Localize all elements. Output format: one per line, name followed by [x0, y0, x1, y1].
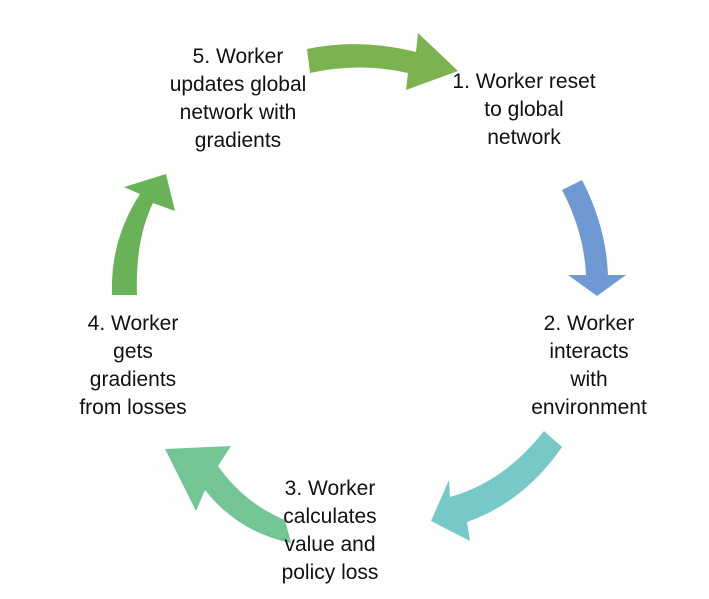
step-2-line-4: environment	[531, 396, 647, 419]
step-5-line-4: gradients	[194, 129, 282, 152]
arrow-step3-to-step4	[165, 446, 291, 543]
arrow-step1-to-step2	[562, 180, 626, 296]
step-1-line-1: 1. Worker reset	[452, 70, 596, 93]
arrow-step2-to-step3	[431, 431, 562, 541]
step-3-line-4: policy loss	[281, 561, 379, 584]
arrow-step4-to-step5	[111, 174, 175, 295]
step-4-line-4: from losses	[79, 396, 187, 419]
step-3-label: 3. Worker calculates value and policy lo…	[240, 475, 420, 587]
step-3-line-1: 3. Worker	[284, 477, 376, 500]
step-4-line-1: 4. Worker	[87, 312, 179, 335]
step-5-line-2: updates global	[169, 73, 307, 96]
step-3-line-3: value and	[284, 533, 376, 556]
step-2-line-3: with	[570, 368, 608, 391]
arrow-step5-to-step1	[307, 33, 458, 90]
step-4-line-2: gets	[113, 340, 153, 363]
step-5-label: 5. Worker updates global network with gr…	[128, 43, 348, 155]
step-2-line-2: interacts	[549, 340, 629, 363]
step-4-line-3: gradients	[89, 368, 177, 391]
step-2-label: 2. Worker interacts with environment	[474, 310, 704, 422]
step-1-line-3: network	[487, 126, 561, 149]
step-1-label: 1. Worker reset to global network	[412, 68, 636, 152]
step-3-line-2: calculates	[283, 505, 377, 528]
step-2-line-1: 2. Worker	[543, 312, 635, 335]
step-5-line-3: network with	[179, 101, 297, 124]
step-4-label: 4. Worker gets gradients from losses	[28, 310, 238, 422]
step-1-line-2: to global	[484, 98, 564, 121]
step-5-line-1: 5. Worker	[192, 45, 284, 68]
